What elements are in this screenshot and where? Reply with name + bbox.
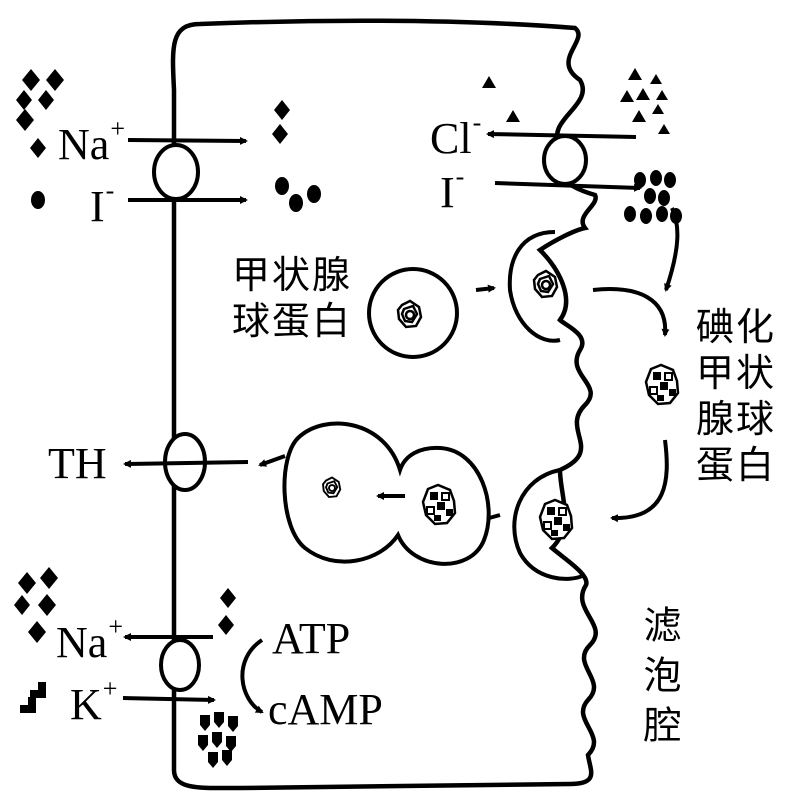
cell-membrane — [170, 18, 598, 791]
label-cl: Cl- — [430, 108, 482, 163]
endocytosis-vesicle — [512, 468, 586, 581]
label-iodinated-line3: 腺球 — [696, 397, 777, 441]
k-influx-arrow — [122, 695, 216, 704]
label-atp: ATP — [272, 614, 351, 663]
label-thyroglobulin-line1: 甲状腺 — [232, 253, 353, 297]
potassium-particles — [20, 682, 238, 768]
label-na-bottom: Na+ — [56, 612, 123, 667]
na-uptake-arrow — [127, 136, 248, 145]
i-apical-arrow — [494, 181, 642, 192]
cl-arrow — [486, 130, 637, 139]
lysosome-fusion — [282, 421, 491, 566]
na-particles — [14, 69, 290, 643]
label-camp: cAMP — [268, 685, 383, 734]
label-iodinated-thyroglobulin: 碘化 甲状 腺球 蛋白 — [696, 304, 776, 488]
atp-camp-arrow — [240, 638, 264, 714]
exocytosis-vesicle — [507, 230, 561, 343]
label-iodinated-line1: 碘化 — [696, 305, 777, 349]
label-follicle-lumen: 滤泡腔 — [637, 605, 681, 755]
label-iodinated-line4: 蛋白 — [696, 443, 777, 487]
apical-transporter — [542, 134, 588, 186]
th-release-arrow — [123, 459, 249, 468]
chloride-particles — [482, 68, 670, 134]
iodide-particles — [31, 170, 682, 224]
label-i-left: I- — [90, 176, 115, 231]
label-iodinated-line2: 甲状 — [696, 351, 777, 395]
label-thyroglobulin: 甲状腺 球蛋白 — [232, 252, 352, 344]
label-k: K+ — [70, 674, 118, 729]
label-i-apical: I- — [440, 162, 465, 217]
na-k-pump — [159, 638, 201, 692]
na-i-symporter — [152, 143, 200, 201]
label-th: TH — [48, 439, 107, 488]
label-thyroglobulin-line2: 球蛋白 — [232, 299, 353, 343]
label-na-top: Na+ — [58, 114, 125, 169]
